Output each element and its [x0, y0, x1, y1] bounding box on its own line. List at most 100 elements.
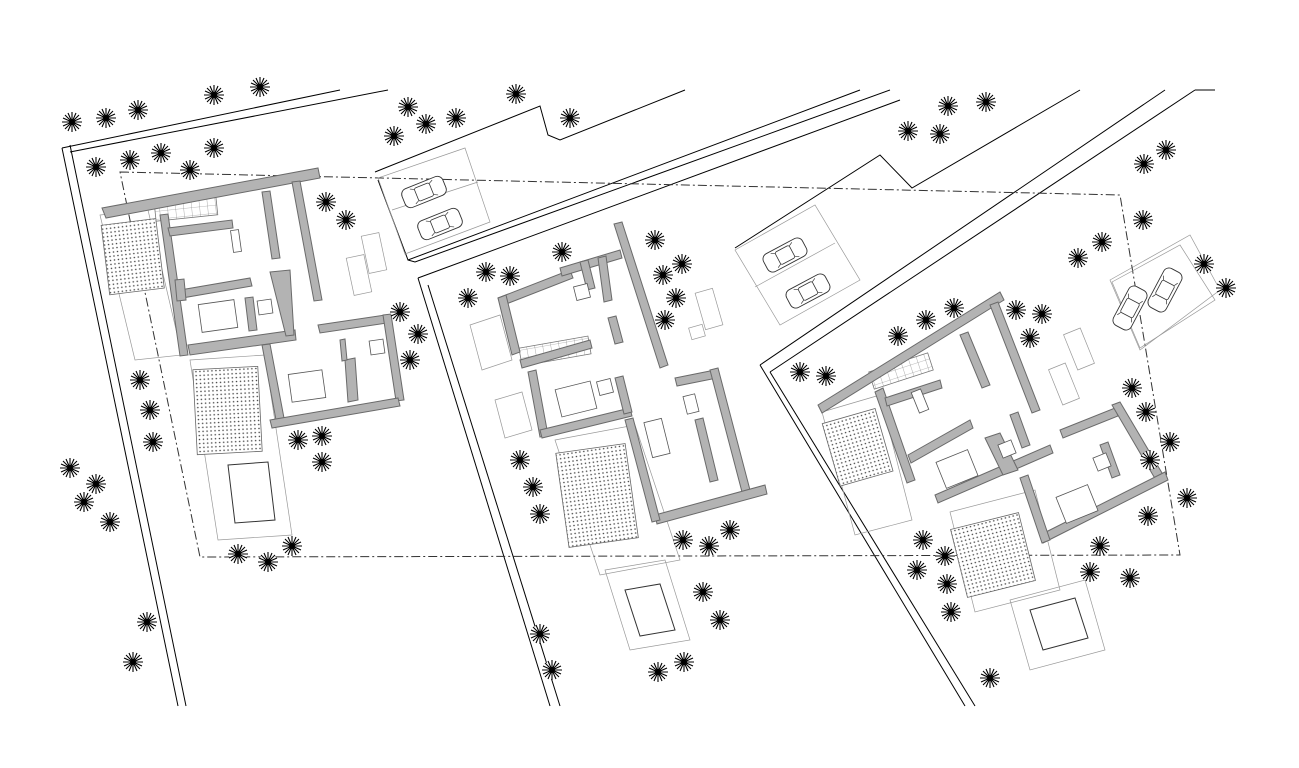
starburst-tree-icon [929, 123, 951, 145]
starburst-tree-icon [99, 511, 121, 533]
house-east [817, 291, 1169, 671]
starburst-tree-icon [1091, 231, 1113, 253]
starburst-tree-icon [522, 476, 544, 498]
starburst-tree-icon [673, 651, 695, 673]
starburst-tree-icon [647, 661, 669, 683]
starburst-tree-icon [383, 125, 405, 147]
starburst-tree-icon [1133, 153, 1155, 175]
starburst-tree-icon [407, 323, 429, 345]
starburst-tree-icon [136, 611, 158, 633]
starburst-tree-icon [943, 297, 965, 319]
starburst-tree-icon [1139, 449, 1161, 471]
starburst-tree-icon [1005, 299, 1027, 321]
starburst-tree-icon [1176, 487, 1198, 509]
starburst-tree-icon [335, 209, 357, 231]
starburst-tree-icon [551, 241, 573, 263]
starburst-tree-icon [644, 229, 666, 251]
starburst-tree-icon [311, 451, 333, 473]
starburst-tree-icon [499, 265, 521, 287]
starburst-tree-icon [789, 361, 811, 383]
parking-west [377, 147, 491, 255]
starburst-tree-icon [203, 137, 225, 159]
starburst-tree-icon [1132, 209, 1154, 231]
starburst-tree-icon [257, 551, 279, 573]
starburst-tree-icon [122, 651, 144, 673]
site-boundary [119, 171, 1181, 558]
starburst-tree-icon [59, 457, 81, 479]
starburst-tree-icon [85, 473, 107, 495]
starburst-tree-icon [1019, 327, 1041, 349]
starburst-tree-icon [179, 159, 201, 181]
starburst-tree-icon [1193, 253, 1215, 275]
starburst-tree-icon [698, 535, 720, 557]
house-middle [469, 221, 768, 651]
starburst-tree-icon [671, 253, 693, 275]
starburst-tree-icon [1155, 139, 1177, 161]
house-west [99, 167, 405, 541]
starburst-tree-icon [940, 601, 962, 623]
starburst-tree-icon [139, 399, 161, 421]
starburst-tree-icon [912, 529, 934, 551]
starburst-tree-icon [915, 309, 937, 331]
starburst-tree-icon [397, 96, 419, 118]
starburst-tree-icon [709, 609, 731, 631]
starburst-tree-icon [975, 91, 997, 113]
car-icon [783, 271, 833, 311]
starburst-tree-icon [897, 120, 919, 142]
starburst-tree-icon [692, 581, 714, 603]
starburst-tree-icon [1135, 401, 1157, 423]
starburst-tree-icon [1137, 505, 1159, 527]
starburst-tree-icon [1119, 567, 1141, 589]
pool-east [1029, 597, 1089, 651]
starburst-tree-icon [1067, 247, 1089, 269]
car-icon [415, 206, 465, 242]
starburst-tree-icon [129, 369, 151, 391]
car-icon [1110, 283, 1150, 333]
starburst-tree-icon [150, 142, 172, 164]
starburst-tree-icon [1215, 277, 1237, 299]
parking-east [1110, 244, 1216, 349]
starburst-tree-icon [979, 667, 1001, 689]
starburst-tree-icon [475, 261, 497, 283]
starburst-tree-icon [719, 519, 741, 541]
starburst-tree-icon [445, 107, 467, 129]
car-icon [760, 235, 810, 275]
starburst-tree-icon [127, 99, 149, 121]
car-icon [399, 174, 449, 210]
car-icon [1145, 265, 1185, 315]
pool-middle [624, 583, 676, 637]
starburst-tree-icon [95, 107, 117, 129]
starburst-tree-icon [936, 573, 958, 595]
starburst-tree-icon [559, 107, 581, 129]
starburst-tree-icon [1089, 535, 1111, 557]
starburst-tree-icon [311, 425, 333, 447]
starburst-tree-icon [119, 149, 141, 171]
starburst-tree-icon [1079, 561, 1101, 583]
starburst-tree-icon [665, 287, 687, 309]
starburst-tree-icon [457, 287, 479, 309]
starburst-tree-icon [934, 545, 956, 567]
starburst-tree-icon [249, 76, 271, 98]
starburst-tree-icon [906, 559, 928, 581]
starburst-tree-icon [415, 113, 437, 135]
starburst-tree-icon [529, 623, 551, 645]
starburst-tree-icon [815, 365, 837, 387]
starburst-tree-icon [672, 529, 694, 551]
starburst-tree-icon [654, 309, 676, 331]
starburst-tree-icon [203, 84, 225, 106]
starburst-tree-icon [287, 429, 309, 451]
starburst-tree-icon [399, 349, 421, 371]
starburst-tree-icon [529, 503, 551, 525]
starburst-tree-icon [227, 543, 249, 565]
starburst-tree-icon [887, 325, 909, 347]
starburst-tree-icon [73, 491, 95, 513]
starburst-tree-icon [1159, 431, 1181, 453]
starburst-tree-icon [541, 659, 563, 681]
starburst-tree-icon [315, 191, 337, 213]
starburst-tree-icon [509, 449, 531, 471]
starburst-tree-icon [1031, 303, 1053, 325]
starburst-tree-icon [937, 95, 959, 117]
starburst-tree-icon [652, 264, 674, 286]
starburst-tree-icon [1121, 377, 1143, 399]
